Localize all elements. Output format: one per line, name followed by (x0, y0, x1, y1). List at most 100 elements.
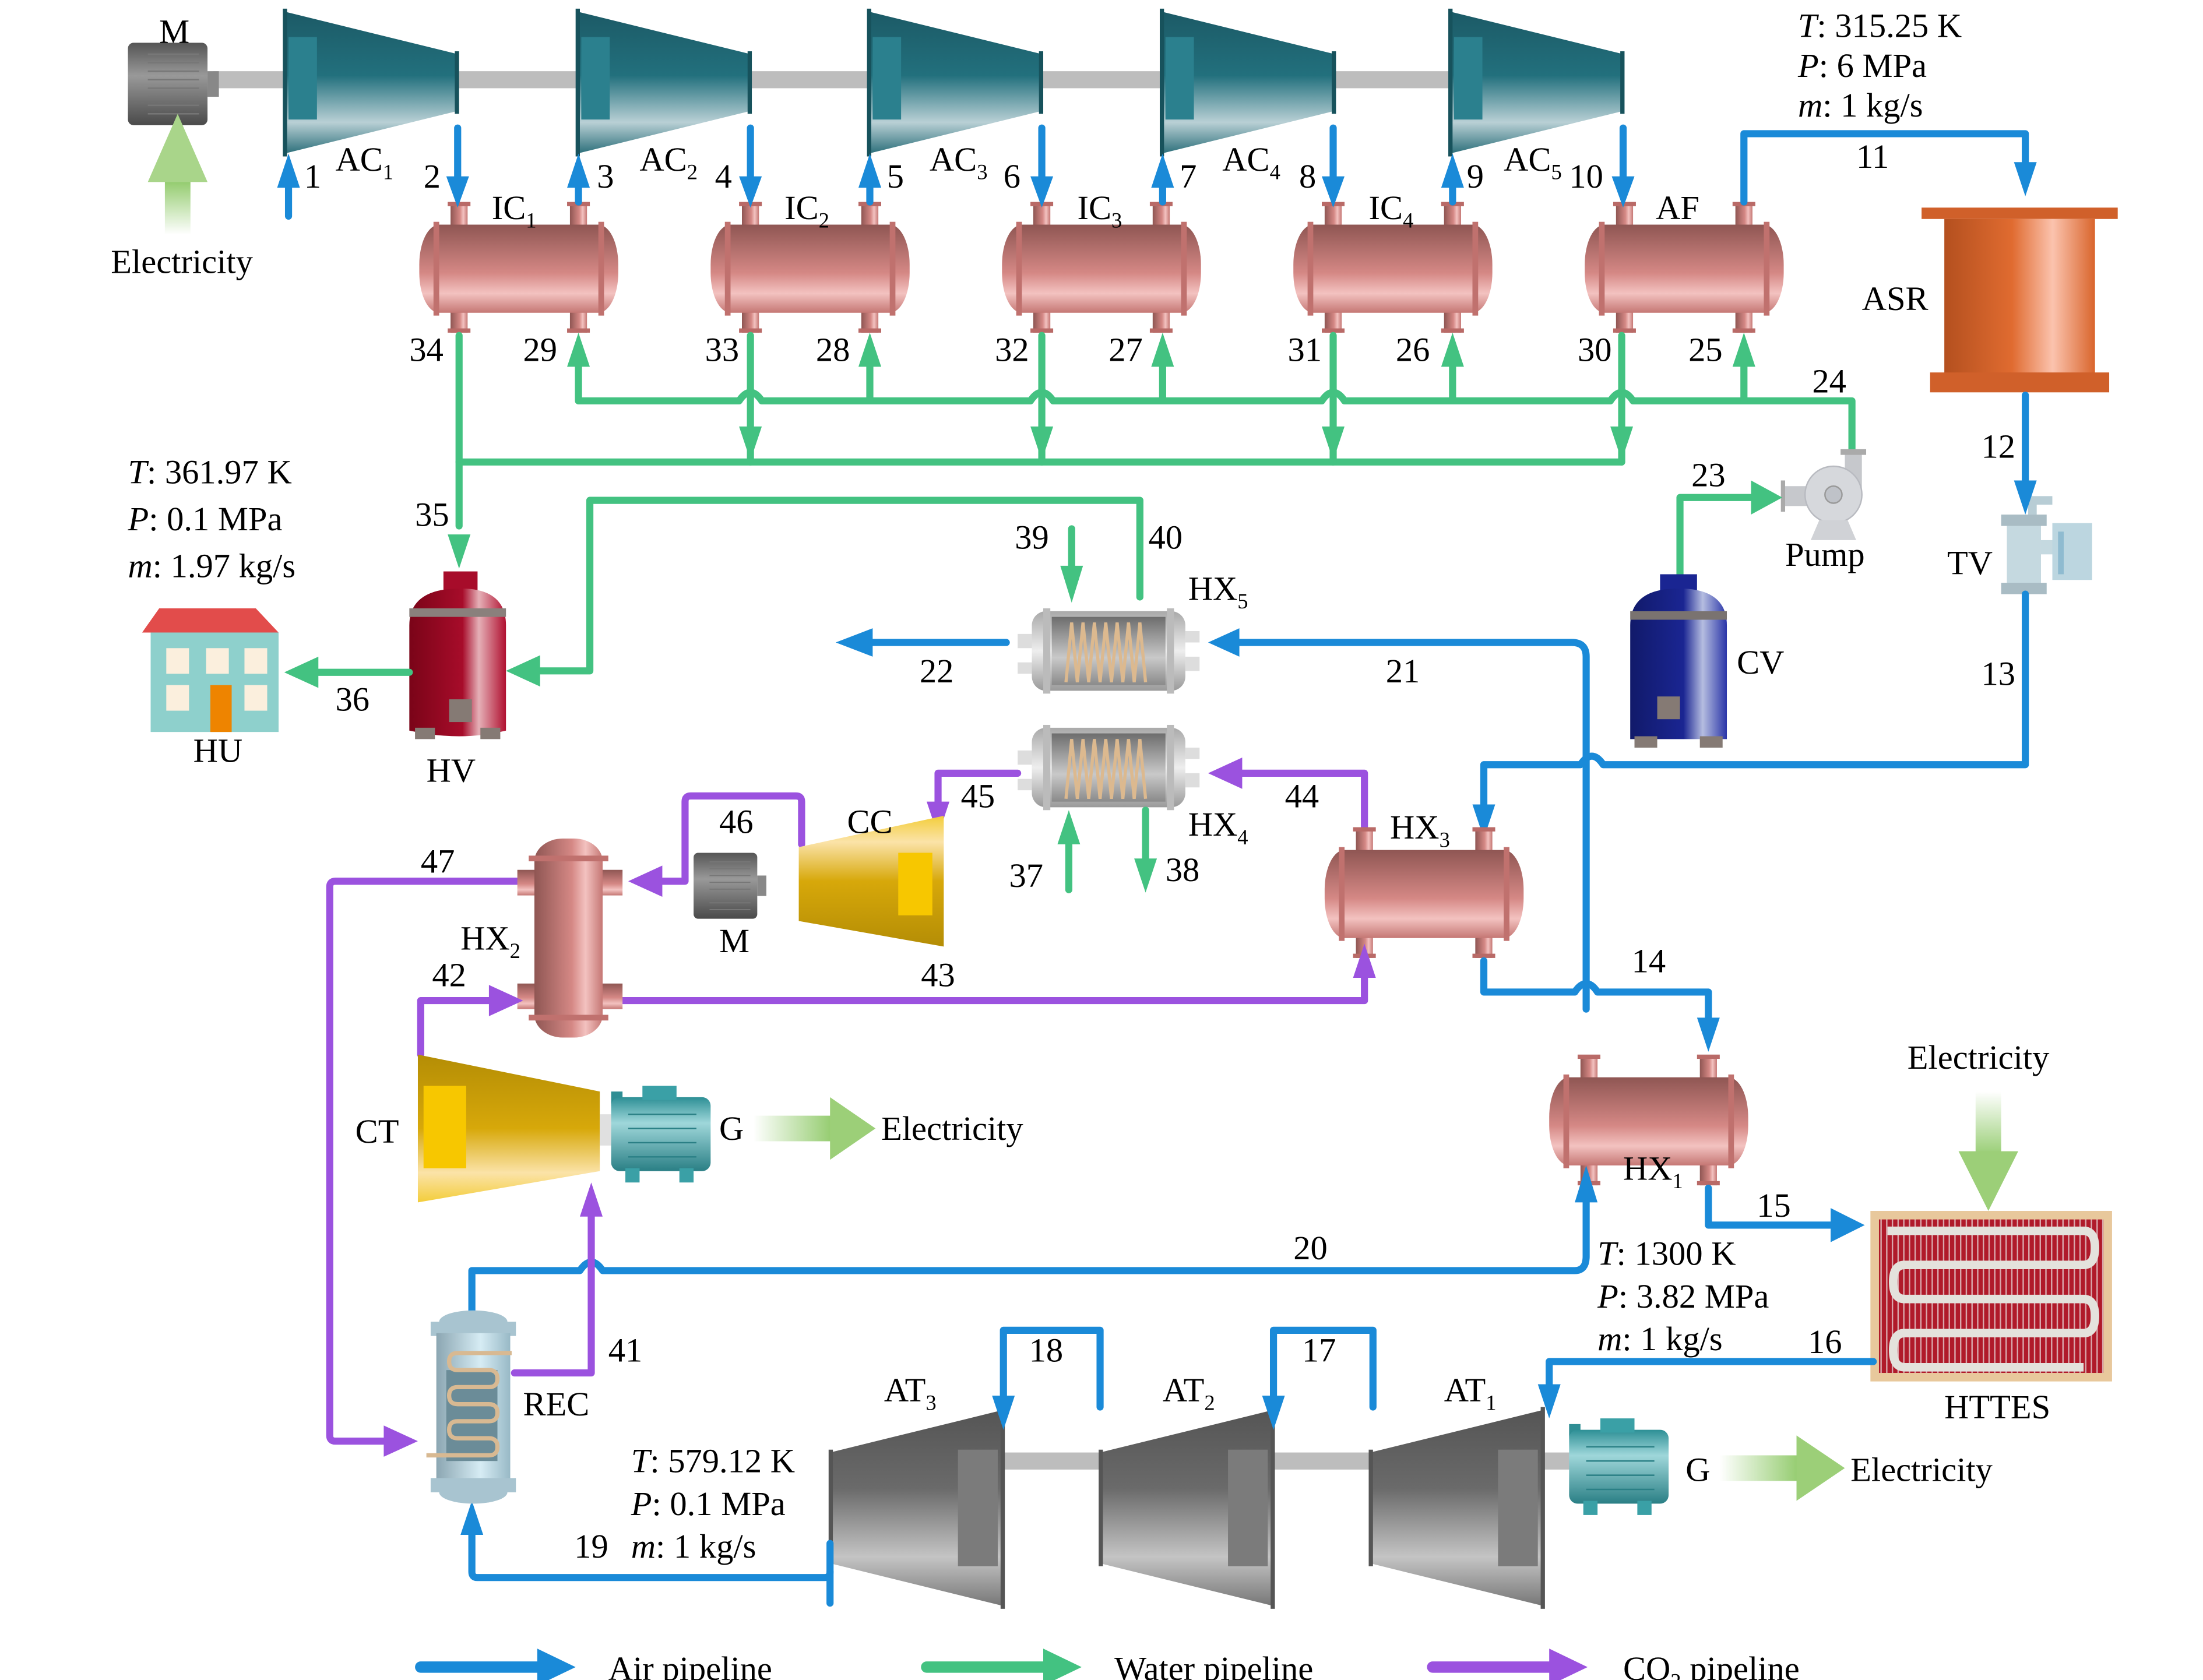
stream-17: 17 (1302, 1332, 1336, 1369)
heat-exchanger-hx5 (1018, 608, 1199, 693)
hot-water-vessel (409, 571, 506, 739)
air-pipe-19 (468, 1531, 834, 1582)
svg-text:m: 1 kg/s: m: 1 kg/s (631, 1527, 756, 1565)
stream-2: 2 (424, 157, 441, 195)
ic2-label: IC2 (784, 189, 829, 233)
stream-40: 40 (1148, 519, 1183, 557)
svg-text:P: 6 MPa: P: 6 MPa (1797, 47, 1927, 84)
stream-8: 8 (1299, 157, 1316, 195)
af-label: AF (1656, 189, 1699, 227)
svg-text:P: 0.1 MPa: P: 0.1 MPa (631, 1485, 786, 1523)
arrow-20 (1575, 1165, 1598, 1203)
stream-30: 30 (1578, 331, 1612, 369)
arrow-19 (460, 1501, 484, 1535)
at1-label: AT1 (1444, 1371, 1497, 1415)
compressor-ac2 (575, 8, 752, 157)
arrow-23 (1751, 480, 1783, 515)
state-after-af: T: 315.25 K P: 6 MPa m: 1 kg/s (1797, 7, 1962, 125)
co2-compressor-cc (798, 816, 944, 947)
cc-label: CC (847, 802, 892, 840)
stream-25: 25 (1688, 331, 1723, 369)
stream-5: 5 (887, 157, 904, 195)
arrow-46 (628, 865, 663, 897)
water-pipe-23 (1676, 494, 1766, 581)
svg-text:T: 1300 K: T: 1300 K (1597, 1235, 1736, 1273)
rec-label: REC (523, 1385, 589, 1423)
stream-27: 27 (1108, 331, 1143, 369)
air-arrows-compression (277, 153, 2037, 208)
co2-pipe-45 (934, 769, 1022, 808)
stream-46: 46 (719, 802, 754, 840)
air-pipe-18 (1000, 1326, 1104, 1411)
stream-16: 16 (1808, 1323, 1842, 1361)
co2-pipe-43 (616, 968, 1368, 1005)
stream-14: 14 (1632, 942, 1666, 980)
arrow-38 (1134, 858, 1157, 893)
svg-text:m: 1 kg/s: m: 1 kg/s (1597, 1320, 1723, 1358)
arrow-17 (1262, 1396, 1285, 1430)
ic4-label: IC4 (1368, 189, 1413, 233)
stream-45: 45 (961, 777, 995, 815)
air-pipe-14 (1480, 957, 1712, 1024)
hv-label: HV (427, 752, 476, 790)
generator-air (1568, 1417, 1670, 1516)
high-temperature-thermal-energy-storage (1870, 1211, 2112, 1382)
stream-36: 36 (336, 681, 370, 719)
stream-11: 11 (1856, 138, 1889, 175)
arrow-15 (1831, 1208, 1865, 1242)
heat-exchanger-hx4 (1018, 725, 1199, 810)
ac4-label: AC4 (1222, 140, 1280, 184)
electricity-in-label-httes: Electricity (1908, 1038, 2050, 1076)
httes-label: HTTES (1944, 1388, 2050, 1426)
ac2-label: AC2 (639, 140, 698, 184)
electricity-in-arrow-httes (1958, 1091, 2018, 1211)
co2-pipe-46 (653, 792, 805, 885)
stream-15: 15 (1757, 1186, 1791, 1224)
electricity-out-arrow-air (1719, 1435, 1845, 1501)
co2-pipe-42 (417, 996, 495, 1058)
air-pipe-20 (468, 1187, 1590, 1317)
air-storage-reservoir (1922, 207, 2118, 393)
stream-21: 21 (1386, 652, 1420, 690)
compressor-ac5 (1448, 8, 1625, 157)
hx1-label: HX1 (1623, 1149, 1683, 1193)
state-turbine-inlet: T: 1300 K P: 3.82 MPa m: 1 kg/s (1597, 1235, 1769, 1358)
electricity-out-label-air: Electricity (1850, 1450, 1993, 1488)
ac1-label: AC1 (336, 140, 394, 184)
svg-text:Water pipeline: Water pipeline (1114, 1650, 1313, 1680)
water-pipe-40 (533, 496, 1143, 675)
heat-exchanger-hx3 (1324, 827, 1524, 958)
arrow-40 (506, 655, 540, 687)
ic1-label: IC1 (492, 189, 537, 233)
co2-pipe-44 (1236, 769, 1368, 843)
svg-text:T: 361.97 K: T: 361.97 K (128, 453, 291, 491)
legend: Air pipeline Water pipeline CO2 pipeline (415, 1649, 1800, 1680)
motor-top (127, 42, 220, 126)
arrow-37 (1057, 810, 1081, 844)
stream-12: 12 (1982, 427, 2016, 465)
state-turbine-exhaust: T: 579.12 K P: 0.1 MPa m: 1 kg/s (631, 1442, 795, 1565)
stream-6: 6 (1004, 157, 1020, 195)
legend-water: Water pipeline (921, 1649, 1313, 1680)
generator-air-label: G (1685, 1450, 1710, 1488)
stream-43: 43 (921, 956, 955, 994)
arrow-18 (992, 1396, 1015, 1430)
svg-text:m: 1.97 kg/s: m: 1.97 kg/s (128, 547, 295, 584)
cold-water-vessel (1630, 574, 1727, 748)
asr-label: ASR (1862, 280, 1928, 318)
arrow-14 (1697, 1017, 1720, 1052)
ac5-label: AC5 (1504, 140, 1562, 184)
legend-air: Air pipeline (415, 1649, 772, 1680)
stream-3: 3 (597, 157, 614, 195)
stream-32: 32 (995, 331, 1029, 369)
at2-label: AT2 (1163, 1371, 1215, 1415)
legend-co2: CO2 pipeline (1427, 1649, 1800, 1680)
recuperator-rec (426, 1310, 516, 1504)
stream-19: 19 (574, 1527, 608, 1565)
generator-co2-label: G (719, 1110, 744, 1147)
stream-47: 47 (421, 843, 455, 880)
arrow-13 (1472, 804, 1495, 839)
stream-20: 20 (1293, 1229, 1328, 1267)
hx3-label: HX3 (1390, 808, 1450, 852)
